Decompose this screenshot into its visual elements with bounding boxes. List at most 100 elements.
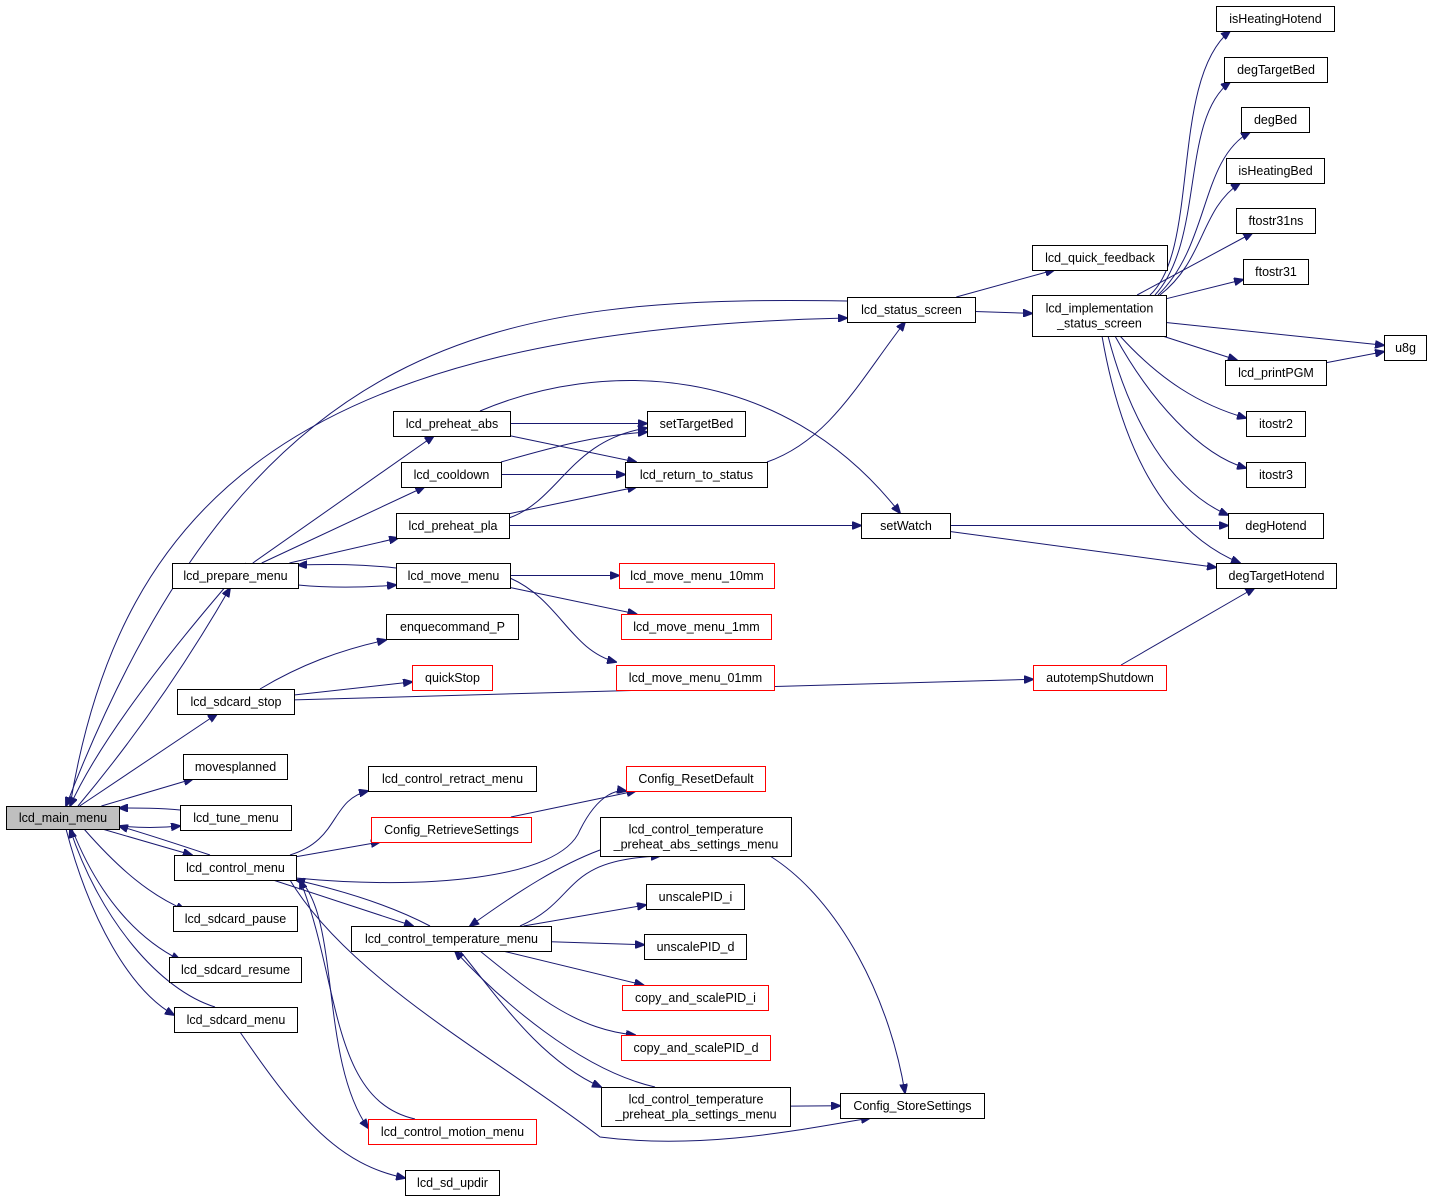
edge-lcd_preheat_abs-to-setWatch bbox=[479, 380, 900, 513]
node-degHotend[interactable]: degHotend bbox=[1228, 513, 1324, 539]
node-label: lcd_control_temperature bbox=[629, 1093, 764, 1107]
node-lcd_move_menu_10mm[interactable]: lcd_move_menu_10mm bbox=[619, 563, 775, 589]
node-label: isHeatingBed bbox=[1238, 164, 1312, 178]
node-box bbox=[1384, 335, 1427, 361]
node-movesplanned[interactable]: movesplanned bbox=[183, 754, 288, 780]
node-copy_and_scalePID_i[interactable]: copy_and_scalePID_i bbox=[622, 985, 769, 1011]
node-lcd_move_menu_1mm[interactable]: lcd_move_menu_1mm bbox=[621, 614, 772, 640]
node-box bbox=[1236, 208, 1316, 234]
node-degTargetBed[interactable]: degTargetBed bbox=[1224, 57, 1328, 83]
node-Config_StoreSettings[interactable]: Config_StoreSettings bbox=[840, 1093, 985, 1119]
node-box bbox=[1228, 513, 1324, 539]
node-label: copy_and_scalePID_i bbox=[635, 991, 756, 1005]
node-label: quickStop bbox=[425, 671, 480, 685]
node-lcd_preheat_abs[interactable]: lcd_preheat_abs bbox=[393, 411, 511, 437]
node-box bbox=[1216, 6, 1335, 32]
node-lcd_control_menu[interactable]: lcd_control_menu bbox=[174, 855, 297, 881]
node-unscalePID_i[interactable]: unscalePID_i bbox=[646, 884, 745, 910]
edge-lcd_implementation_status_screen-to-lcd_printPGM bbox=[1162, 335, 1237, 360]
node-Config_ResetDefault[interactable]: Config_ResetDefault bbox=[626, 766, 766, 792]
node-lcd_return_to_status[interactable]: lcd_return_to_status bbox=[625, 462, 768, 488]
node-lcd_sdcard_resume[interactable]: lcd_sdcard_resume bbox=[169, 957, 302, 983]
edge-lcd_control_menu-to-lcd_control_retract_menu bbox=[289, 791, 368, 856]
node-itostr3[interactable]: itostr3 bbox=[1246, 462, 1306, 488]
node-lcd_status_screen[interactable]: lcd_status_screen bbox=[847, 297, 976, 323]
node-label: _preheat_abs_settings_menu bbox=[613, 838, 779, 852]
node-lcd_control_motion_menu[interactable]: lcd_control_motion_menu bbox=[368, 1119, 537, 1145]
node-lcd_control_temperature_preheat_abs_settings_menu[interactable]: lcd_control_temperature_preheat_abs_sett… bbox=[600, 817, 792, 857]
edge-lcd_control_menu-to-Config_RetrieveSettings bbox=[295, 842, 380, 858]
edge-lcd_sdcard_stop-to-enquecommand_P bbox=[259, 640, 386, 690]
node-lcd_preheat_pla[interactable]: lcd_preheat_pla bbox=[396, 513, 510, 539]
node-box bbox=[1246, 411, 1306, 437]
node-lcd_prepare_menu[interactable]: lcd_prepare_menu bbox=[172, 563, 299, 589]
node-isHeatingHotend[interactable]: isHeatingHotend bbox=[1216, 6, 1335, 32]
node-Config_RetrieveSettings[interactable]: Config_RetrieveSettings bbox=[371, 817, 532, 843]
node-box bbox=[177, 689, 295, 715]
edge-lcd_control_temperature_menu-to-copy_and_scalePID_i bbox=[502, 950, 644, 985]
node-label: ftostr31 bbox=[1255, 265, 1297, 279]
node-box bbox=[183, 754, 288, 780]
node-itostr2[interactable]: itostr2 bbox=[1246, 411, 1306, 437]
node-autotempShutdown[interactable]: autotempShutdown bbox=[1033, 665, 1167, 691]
node-lcd_implementation_status_screen[interactable]: lcd_implementation_status_screen bbox=[1032, 295, 1167, 337]
edge-lcd_prepare_menu-to-lcd_move_menu bbox=[297, 585, 396, 587]
edge-lcd_control_temperature_preheat_abs_settings_menu-to-lcd_control_temperature_menu bbox=[470, 849, 601, 926]
node-box bbox=[861, 513, 951, 539]
edge-lcd_status_screen-to-lcd_implementation_status_screen bbox=[974, 312, 1032, 314]
node-box bbox=[172, 563, 299, 589]
node-setTargetBed[interactable]: setTargetBed bbox=[647, 411, 746, 437]
node-label: Config_RetrieveSettings bbox=[384, 823, 519, 837]
node-label: lcd_control_temperature bbox=[629, 823, 764, 837]
node-label: itostr2 bbox=[1259, 417, 1293, 431]
node-lcd_sdcard_stop[interactable]: lcd_sdcard_stop bbox=[177, 689, 295, 715]
node-box bbox=[621, 614, 772, 640]
node-ftostr31[interactable]: ftostr31 bbox=[1243, 259, 1309, 285]
node-lcd_control_temperature_menu[interactable]: lcd_control_temperature_menu bbox=[351, 926, 552, 952]
edge-lcd_main_menu-to-lcd_tune_menu bbox=[118, 826, 180, 828]
edge-lcd_printPGM-to-u8g bbox=[1325, 352, 1384, 364]
edge-lcd_status_screen-to-lcd_main_menu bbox=[66, 299, 848, 806]
node-box bbox=[622, 985, 769, 1011]
edge-lcd_main_menu-to-lcd_sdcard_menu bbox=[65, 828, 174, 1015]
node-enquecommand_P[interactable]: enquecommand_P bbox=[386, 614, 519, 640]
node-degBed[interactable]: degBed bbox=[1241, 107, 1310, 133]
node-label: ftostr31ns bbox=[1249, 214, 1304, 228]
edge-lcd_implementation_status_screen-to-isHeatingBed bbox=[1159, 183, 1240, 296]
node-lcd_printPGM[interactable]: lcd_printPGM bbox=[1225, 360, 1327, 386]
node-lcd_tune_menu[interactable]: lcd_tune_menu bbox=[180, 805, 292, 831]
node-label: degTargetHotend bbox=[1229, 569, 1325, 583]
node-lcd_sdcard_pause[interactable]: lcd_sdcard_pause bbox=[173, 906, 298, 932]
node-u8g[interactable]: u8g bbox=[1384, 335, 1427, 361]
node-lcd_sd_updir[interactable]: lcd_sd_updir bbox=[405, 1170, 500, 1196]
node-degTargetHotend[interactable]: degTargetHotend bbox=[1216, 563, 1337, 589]
node-label: unscalePID_d bbox=[657, 940, 735, 954]
node-box bbox=[1241, 107, 1310, 133]
node-lcd_main_menu[interactable]: lcd_main_menu bbox=[6, 806, 120, 830]
node-lcd_sdcard_menu[interactable]: lcd_sdcard_menu bbox=[174, 1007, 298, 1033]
node-label: lcd_move_menu_1mm bbox=[633, 620, 759, 634]
node-box bbox=[396, 513, 510, 539]
node-quickStop[interactable]: quickStop bbox=[412, 665, 493, 691]
edge-lcd_control_temperature_menu-to-lcd_control_temperature_preheat_abs_settings_menu bbox=[519, 856, 660, 927]
node-box bbox=[1032, 245, 1168, 271]
node-lcd_quick_feedback[interactable]: lcd_quick_feedback bbox=[1032, 245, 1168, 271]
node-ftostr31ns[interactable]: ftostr31ns bbox=[1236, 208, 1316, 234]
node-lcd_control_temperature_preheat_pla_settings_menu[interactable]: lcd_control_temperature_preheat_pla_sett… bbox=[601, 1087, 791, 1127]
node-label: lcd_sdcard_resume bbox=[181, 963, 290, 977]
node-lcd_move_menu[interactable]: lcd_move_menu bbox=[396, 563, 511, 589]
node-label: unscalePID_i bbox=[659, 890, 733, 904]
node-isHeatingBed[interactable]: isHeatingBed bbox=[1226, 158, 1325, 184]
node-box bbox=[371, 817, 532, 843]
node-lcd_cooldown[interactable]: lcd_cooldown bbox=[401, 462, 502, 488]
edge-setWatch-to-degTargetHotend bbox=[949, 531, 1216, 568]
node-label: lcd_printPGM bbox=[1238, 366, 1314, 380]
node-lcd_control_retract_menu[interactable]: lcd_control_retract_menu bbox=[368, 766, 537, 792]
node-unscalePID_d[interactable]: unscalePID_d bbox=[644, 934, 747, 960]
edge-lcd_main_menu-to-lcd_sdcard_stop bbox=[79, 714, 217, 807]
node-copy_and_scalePID_d[interactable]: copy_and_scalePID_d bbox=[621, 1035, 771, 1061]
edge-lcd_control_menu-to-lcd_control_temperature_menu bbox=[272, 879, 413, 926]
node-lcd_move_menu_01mm[interactable]: lcd_move_menu_01mm bbox=[616, 665, 775, 691]
node-setWatch[interactable]: setWatch bbox=[861, 513, 951, 539]
edge-autotempShutdown-to-degTargetHotend bbox=[1120, 588, 1254, 666]
